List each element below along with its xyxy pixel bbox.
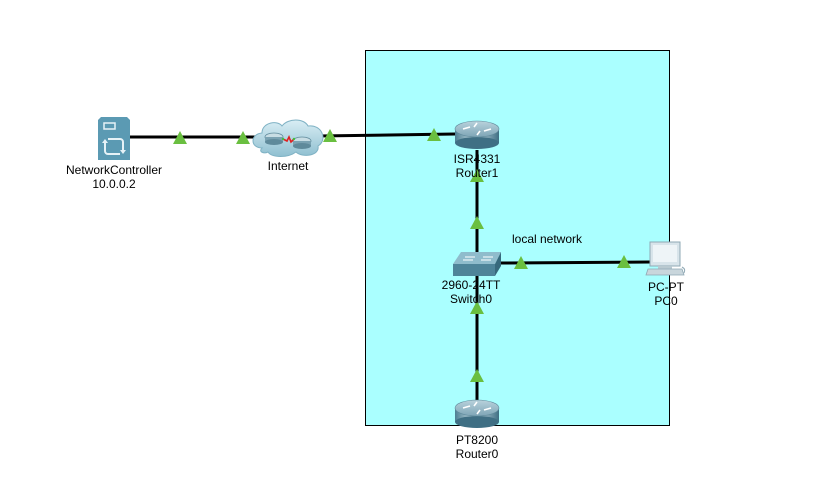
link-up-indicator (323, 129, 337, 142)
link-up-indicator (470, 369, 484, 382)
device-label-router1[interactable]: ISR4331 Router1 (454, 152, 501, 180)
link-up-indicator (427, 128, 441, 141)
device-name: Switch0 (449, 292, 493, 306)
link-up-indicator (173, 131, 187, 144)
pc-icon[interactable] (645, 241, 686, 276)
device-model: 2960-24TT (441, 278, 501, 292)
local-network-area[interactable] (365, 50, 670, 426)
device-model: PC-PT (648, 280, 684, 294)
device-name: Router1 (455, 166, 499, 180)
area-label[interactable]: local network (512, 232, 582, 246)
link-up-indicator (236, 131, 250, 144)
device-name: Router0 (455, 447, 499, 461)
link-up-indicator (470, 216, 484, 229)
device-label-internet[interactable]: Internet (268, 159, 309, 173)
link-up-indicator (617, 255, 631, 268)
device-label-router0[interactable]: PT8200 Router0 (456, 433, 499, 461)
link-up-indicator (470, 301, 484, 314)
switch-icon[interactable] (453, 252, 501, 276)
router-icon[interactable] (454, 399, 500, 428)
device-name: PC0 (654, 294, 678, 308)
device-label-switch0[interactable]: 2960-24TT Switch0 (442, 278, 501, 306)
area-name: local network (511, 232, 583, 246)
router-icon[interactable] (454, 120, 500, 149)
device-label-controller[interactable]: NetworkController 10.0.0.2 (66, 163, 162, 191)
device-model: ISR4331 (453, 152, 501, 166)
link-up-indicator (470, 169, 484, 182)
device-label-pc0[interactable]: PC-PT PC0 (648, 280, 684, 308)
device-address: 10.0.0.2 (92, 177, 136, 191)
device-name: Internet (267, 159, 309, 173)
device-model: PT8200 (455, 433, 499, 447)
link-up-indicator (514, 256, 528, 269)
network-controller-icon[interactable] (98, 117, 130, 160)
device-name: NetworkController (65, 163, 163, 177)
link-status-indicators (173, 128, 631, 382)
cloud-icon[interactable] (252, 119, 324, 157)
